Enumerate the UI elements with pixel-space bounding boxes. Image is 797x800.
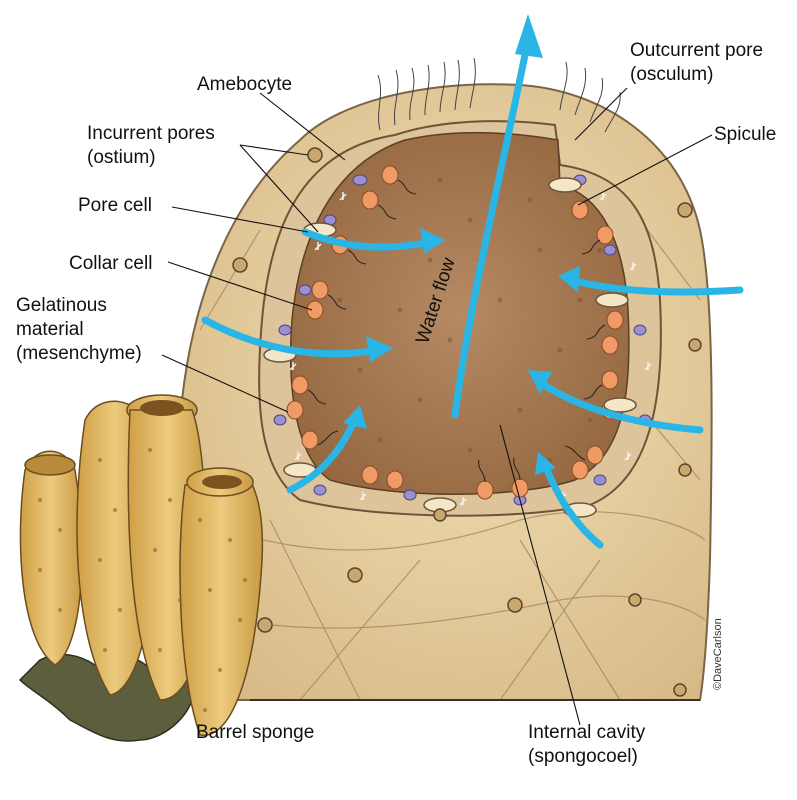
ostia [183,147,702,697]
osculum-cilia [377,57,621,133]
barrel-sponge-illustration [18,394,264,742]
credit-text: ©DaveCarlson [712,618,724,690]
label-internal-cavity: Internal cavity [528,722,646,743]
label-ostium: (ostium) [87,147,156,168]
body-seams [189,219,706,701]
label-amebocyte: Amebocyte [197,74,293,95]
label-incurrent-pores: Incurrent pores [87,123,215,144]
label-outcurrent-pore: Outcurrent pore [630,40,764,61]
label-osculum: (osculum) [630,64,714,85]
label-mesenchyme: (mesenchyme) [16,343,142,364]
arrow-heads [343,14,580,475]
leader-lines [161,87,713,726]
label-material: material [16,319,84,340]
label-pore-cell: Pore cell [78,195,152,216]
flagella [307,179,606,483]
label-gelatinous: Gelatinous [16,295,107,316]
spicules [289,192,652,506]
label-spongocoel: (spongocoel) [528,746,638,767]
water-flow-arrows [201,36,744,549]
collar-cells [286,165,624,500]
label-collar-cell: Collar cell [69,253,153,274]
label-spicule: Spicule [714,124,777,145]
label-barrel-sponge: Barrel sponge [196,722,315,743]
pore-cells [263,177,637,518]
